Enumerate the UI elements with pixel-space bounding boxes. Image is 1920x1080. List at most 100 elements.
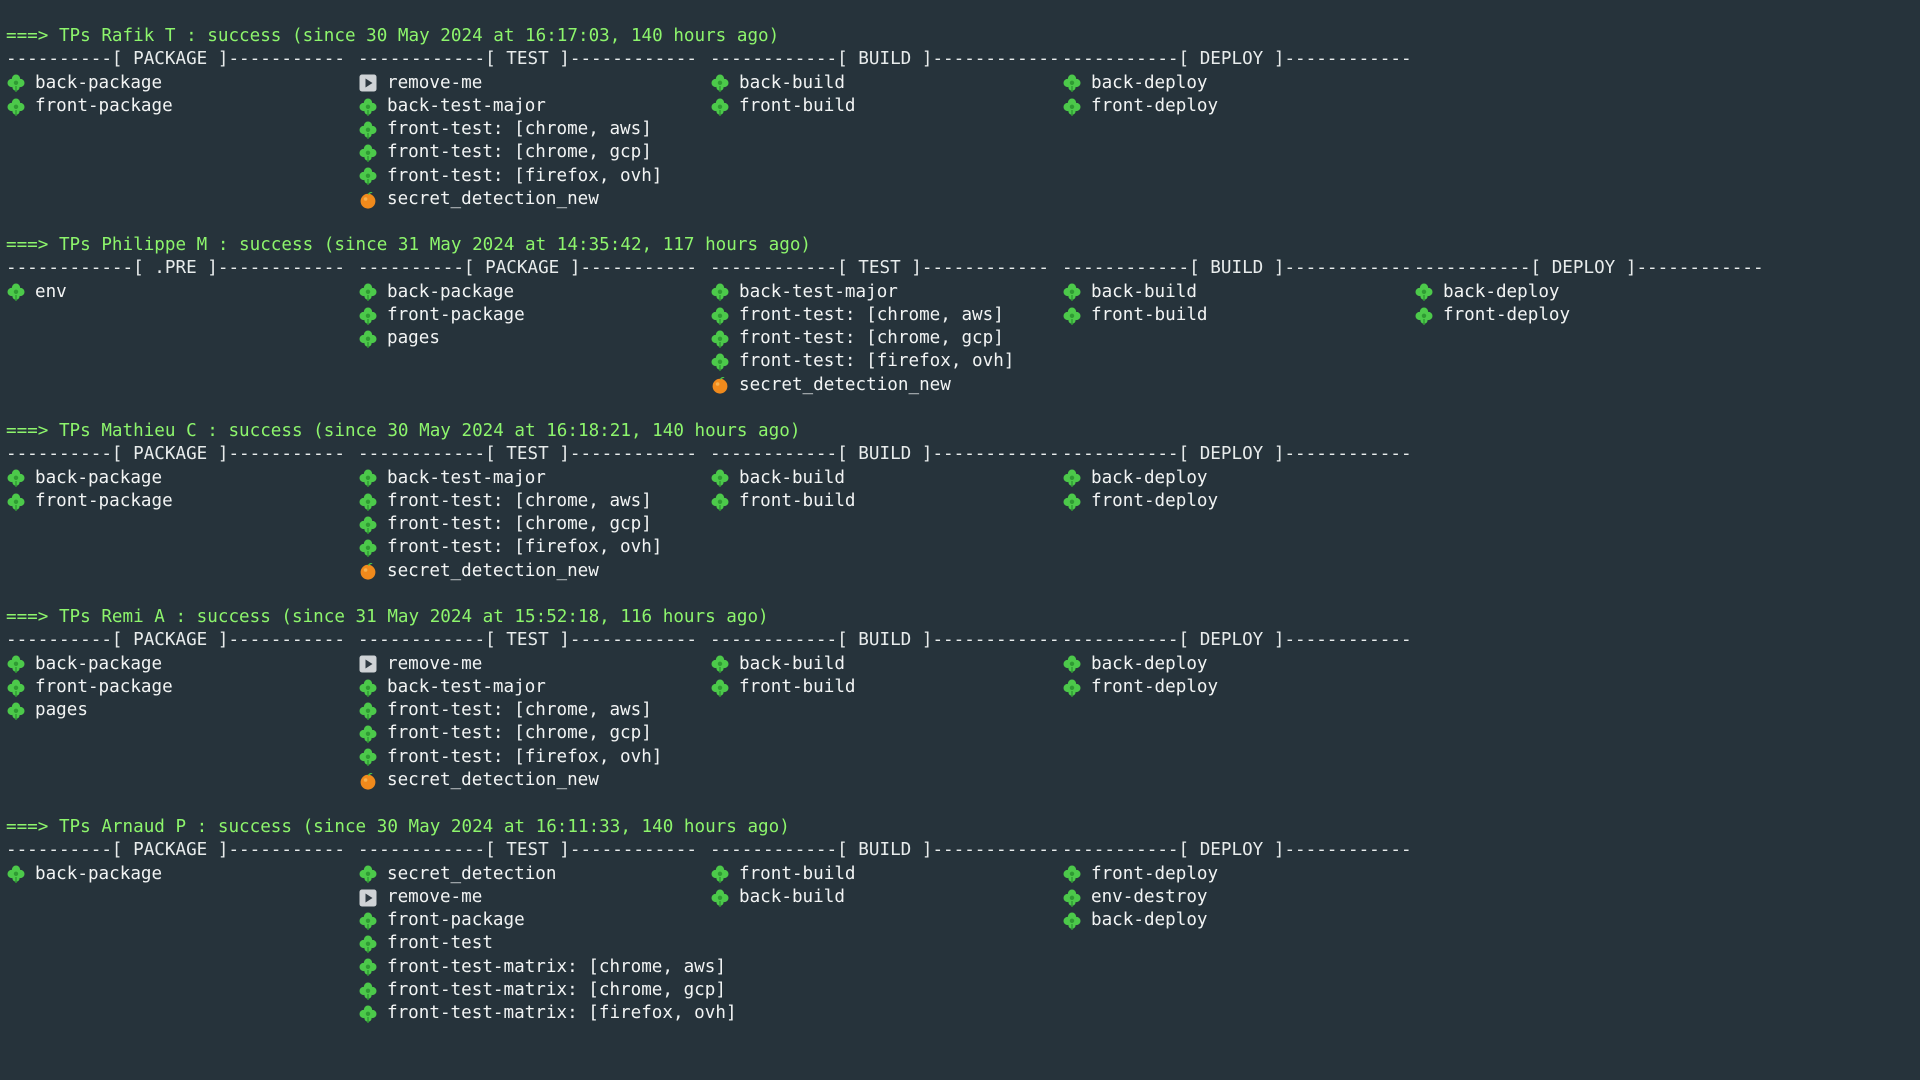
job-label: back-package — [35, 72, 163, 93]
job-label: env — [35, 281, 67, 302]
stage-column: -----------[ DEPLOY ]------------back-de… — [1414, 257, 1766, 327]
clover-icon — [358, 468, 378, 488]
job-label: front-deploy — [1091, 676, 1219, 697]
stage-title: ------------[ BUILD ]------------ — [1062, 258, 1412, 279]
job-item: front-package — [6, 676, 358, 699]
clover-icon — [6, 468, 26, 488]
job-item: front-package — [6, 490, 358, 513]
clover-icon — [1062, 911, 1082, 931]
stage-title: -----------[ DEPLOY ]------------ — [1062, 444, 1412, 465]
job-item: back-deploy — [1414, 281, 1766, 304]
job-label: secret_detection_new — [387, 560, 599, 581]
stage-column: ------------[ BUILD ]------------back-bu… — [710, 48, 1062, 118]
job-item: front-deploy — [1414, 304, 1766, 327]
stage-column: -----------[ DEPLOY ]------------back-de… — [1062, 48, 1414, 118]
job-item: back-test-major — [358, 676, 710, 699]
job-label: remove-me — [387, 653, 483, 674]
job-label: front-build — [739, 95, 856, 116]
job-item: pages — [6, 699, 358, 722]
job-item: back-package — [6, 467, 358, 490]
stage-column: ------------[ BUILD ]------------back-bu… — [1062, 257, 1414, 327]
job-item: front-package — [358, 909, 710, 932]
stage-title: ------------[ .PRE ]------------ — [6, 258, 345, 279]
clover-icon — [358, 515, 378, 535]
clover-icon — [358, 538, 378, 558]
job-item: front-test: [chrome, gcp] — [358, 722, 710, 745]
job-label: front-test-matrix: [chrome, aws] — [387, 956, 726, 977]
job-item: front-test: [firefox, ovh] — [358, 165, 710, 188]
clover-icon — [710, 73, 730, 93]
stage-column: ------------[ TEST ]------------back-tes… — [358, 443, 710, 583]
clover-icon — [710, 306, 730, 326]
job-label: back-build — [739, 72, 845, 93]
play-icon — [358, 73, 378, 93]
orange-icon — [358, 190, 378, 210]
stage-title: ------------[ TEST ]------------ — [358, 630, 697, 651]
job-item: front-build — [710, 490, 1062, 513]
job-item: secret_detection_new — [358, 560, 710, 583]
job-label: front-test: [firefox, ovh] — [387, 165, 663, 186]
stage-title: ------------[ BUILD ]------------ — [710, 444, 1060, 465]
stage-column: ------------[ BUILD ]------------back-bu… — [710, 443, 1062, 513]
clover-icon — [1062, 468, 1082, 488]
job-label: back-package — [35, 863, 163, 884]
clover-icon — [358, 934, 378, 954]
job-label: back-test-major — [739, 281, 898, 302]
clover-icon — [358, 981, 378, 1001]
clover-icon — [710, 678, 730, 698]
stage-title: ----------[ PACKAGE ]----------- — [6, 630, 345, 651]
stage-column: ----------[ PACKAGE ]-----------back-pac… — [358, 257, 710, 350]
stage-column: ----------[ PACKAGE ]-----------back-pac… — [6, 839, 358, 886]
job-item: front-test: [firefox, ovh] — [358, 536, 710, 559]
job-label: front-build — [739, 863, 856, 884]
clover-icon — [358, 747, 378, 767]
job-label: front-test: [chrome, aws] — [387, 700, 652, 721]
job-label: front-package — [387, 304, 525, 325]
job-label: front-test: [chrome, aws] — [387, 490, 652, 511]
job-label: back-package — [35, 467, 163, 488]
clover-icon — [1062, 888, 1082, 908]
clover-icon — [358, 97, 378, 117]
job-label: front-test-matrix: [firefox, ovh] — [387, 1003, 737, 1024]
clover-icon — [358, 678, 378, 698]
stage-title: ------------[ TEST ]------------ — [358, 49, 697, 70]
clover-icon — [6, 97, 26, 117]
clover-icon — [358, 306, 378, 326]
job-label: back-test-major — [387, 676, 546, 697]
clover-icon — [710, 888, 730, 908]
job-label: secret_detection — [387, 863, 557, 884]
job-item: secret_detection_new — [710, 374, 1062, 397]
job-item: back-build — [710, 886, 1062, 909]
clover-icon — [6, 864, 26, 884]
job-label: back-test-major — [387, 95, 546, 116]
clover-icon — [710, 864, 730, 884]
clover-icon — [6, 73, 26, 93]
orange-icon — [710, 375, 730, 395]
job-label: back-build — [739, 653, 845, 674]
job-label: back-deploy — [1091, 653, 1208, 674]
job-label: back-test-major — [387, 467, 546, 488]
clover-icon — [710, 97, 730, 117]
job-item: front-test: [firefox, ovh] — [358, 746, 710, 769]
job-item: back-package — [358, 281, 710, 304]
job-label: front-test: [chrome, gcp] — [387, 142, 652, 163]
job-item: env — [6, 281, 358, 304]
job-item: remove-me — [358, 653, 710, 676]
stage-column: ----------[ PACKAGE ]-----------back-pac… — [6, 629, 358, 722]
job-item: remove-me — [358, 72, 710, 95]
clover-icon — [6, 701, 26, 721]
job-label: front-test: [chrome, gcp] — [387, 723, 652, 744]
job-item: back-package — [6, 653, 358, 676]
clover-icon — [358, 911, 378, 931]
clover-icon — [1062, 73, 1082, 93]
stage-title: ------------[ BUILD ]------------ — [710, 630, 1060, 651]
job-label: front-package — [387, 910, 525, 931]
clover-icon — [358, 282, 378, 302]
stage-column: ------------[ TEST ]------------remove-m… — [358, 629, 710, 792]
job-label: back-package — [35, 653, 163, 674]
stage-title: -----------[ DEPLOY ]------------ — [1062, 49, 1412, 70]
job-item: front-build — [710, 95, 1062, 118]
job-label: front-test: [firefox, ovh] — [739, 351, 1015, 372]
stage-title: ------------[ TEST ]------------ — [710, 258, 1049, 279]
job-label: front-test — [387, 933, 493, 954]
